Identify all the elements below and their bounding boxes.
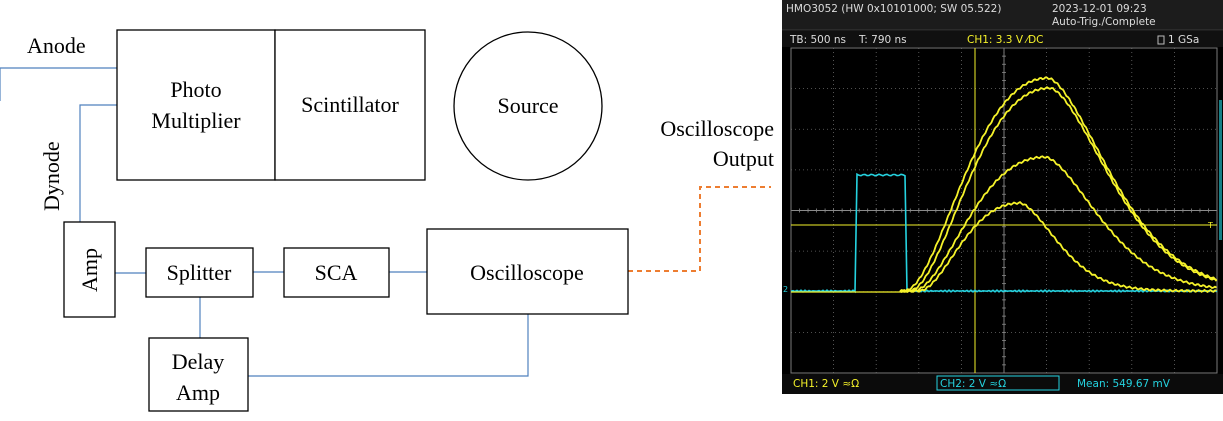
- scope-ch1-scale-text: CH1: 2 V ≈Ω: [793, 378, 859, 390]
- scope-trigger-time-text: T: 790 ns: [858, 34, 907, 46]
- anode-label: Anode: [27, 33, 86, 58]
- photomultiplier-block: [116, 29, 276, 181]
- oscilloscope-output-label-line1: Oscilloscope: [660, 116, 774, 141]
- delay-amp-label-line2: Amp: [176, 380, 220, 405]
- scope-title-bar: [782, 0, 1223, 30]
- scintillator-block: [274, 29, 426, 181]
- ch2-gate-trace: [790, 172, 1218, 294]
- oscilloscope-label: Oscilloscope: [470, 260, 584, 285]
- oscilloscope-output-connector: [628, 186, 771, 272]
- source-circle: [453, 31, 603, 181]
- ch2-level-marker: 2: [783, 285, 788, 294]
- scope-timebase-text: TB: 500 ns: [789, 34, 846, 46]
- scope-ch1-setting-text: CH1: 3.3 V ⁄DC: [967, 34, 1044, 46]
- delay-amp-label-line1: Delay: [172, 349, 225, 374]
- photomultiplier-label-line2: Multiplier: [151, 108, 241, 133]
- scope-plot-border: [790, 47, 1218, 374]
- scope-bottom-bar: [782, 374, 1223, 394]
- ch2-scale-box[interactable]: [936, 375, 1060, 391]
- memory-icon: [1157, 35, 1165, 45]
- oscilloscope-output-label-line2: Output: [713, 146, 774, 171]
- scope-sample-rate-text: 1 GSa: [1168, 34, 1199, 46]
- scope-datetime-text: 2023-12-01 09:23: [1052, 3, 1147, 15]
- ch1-pulse-trace: [899, 155, 1217, 293]
- scope-background: [782, 0, 1223, 394]
- delay-to-oscilloscope-line: [248, 314, 529, 377]
- scintillator-label: Scintillator: [301, 92, 399, 117]
- scope-traces: [790, 48, 1218, 373]
- right-edge-markers: [1219, 100, 1222, 240]
- splitter-block: [145, 247, 254, 298]
- ch1-pulse-trace: [899, 86, 1218, 293]
- splitter-label: Splitter: [167, 260, 232, 285]
- scope-info-bar: [782, 31, 1223, 47]
- scope-ch2-scale-text: CH2: 2 V ≈Ω: [940, 378, 1006, 390]
- ch1-pulse-trace: [899, 201, 1217, 293]
- amp-block: [63, 221, 116, 318]
- scope-mean-text: Mean: 549.67 mV: [1077, 378, 1171, 390]
- signal-connectors: [0, 67, 529, 377]
- scope-model-text: HMO3052 (HW 0x10101000; SW 05.522): [786, 3, 1001, 15]
- trigger-level-marker: T: [1207, 221, 1213, 230]
- source-label: Source: [497, 93, 558, 118]
- dynode-connector: [79, 104, 117, 222]
- anode-connector: [0, 67, 117, 101]
- amp-label: Amp: [77, 248, 102, 292]
- sca-label: SCA: [315, 260, 358, 285]
- delay-amp-block: [148, 337, 249, 412]
- dynode-label: Dynode: [39, 141, 64, 211]
- scope-trigger-status-text: Auto-Trig./Complete: [1052, 16, 1156, 28]
- oscilloscope-screen: HMO3052 (HW 0x10101000; SW 05.522) 2023-…: [782, 0, 1223, 394]
- photomultiplier-label-line1: Photo: [170, 77, 221, 102]
- sca-block: [283, 247, 390, 298]
- oscilloscope-block: [426, 228, 629, 315]
